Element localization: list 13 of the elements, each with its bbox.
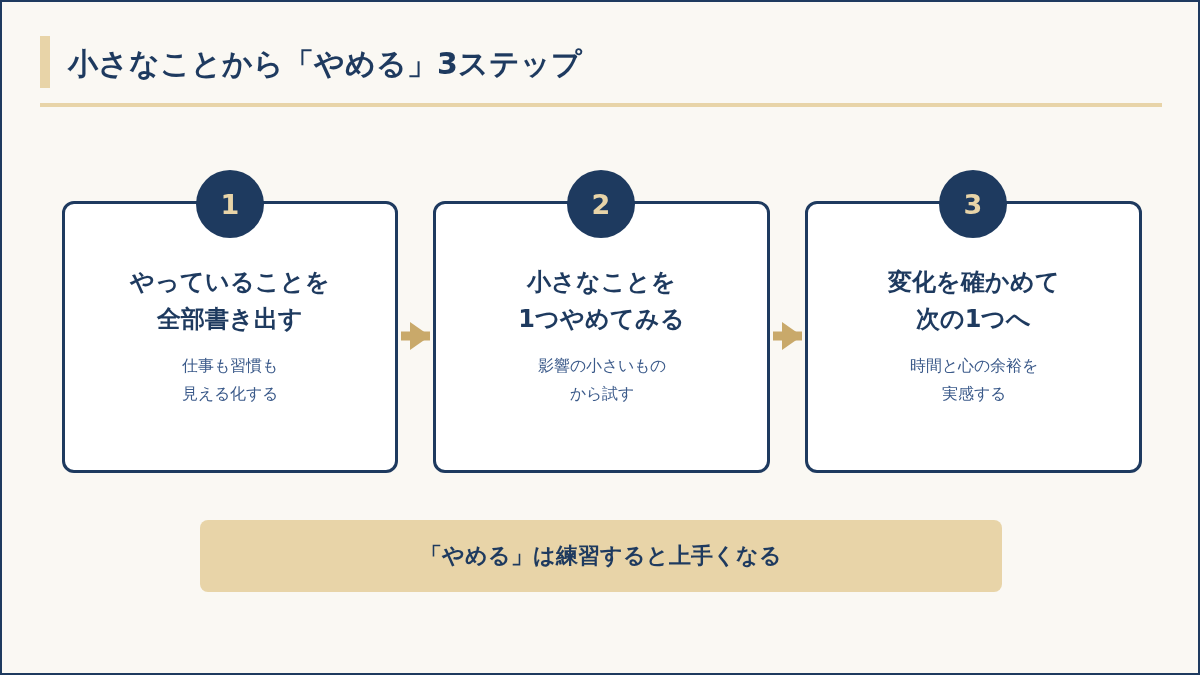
step-heading: やっていることを全部書き出す: [130, 267, 330, 335]
arrow: [773, 322, 802, 350]
step-description: 影響の小さいものから試す: [537, 355, 666, 405]
step-number-badge: 3: [939, 170, 1007, 238]
arrow: [401, 322, 430, 350]
step-description: 仕事も習慣も見える化する: [182, 355, 278, 405]
step-heading: 変化を確かめて次の1つへ: [887, 267, 1060, 335]
summary-banner: 「やめる」は練習すると上手くなる: [200, 520, 1002, 592]
title: 小さなことから「やめる」3ステップ: [68, 45, 582, 83]
step-heading: 小さなことを1つやめてみる: [518, 267, 685, 335]
step-number-badge: 1: [196, 170, 264, 238]
step-description: 時間と心の余裕を実感する: [909, 355, 1038, 405]
step-number-badge: 2: [567, 170, 635, 238]
